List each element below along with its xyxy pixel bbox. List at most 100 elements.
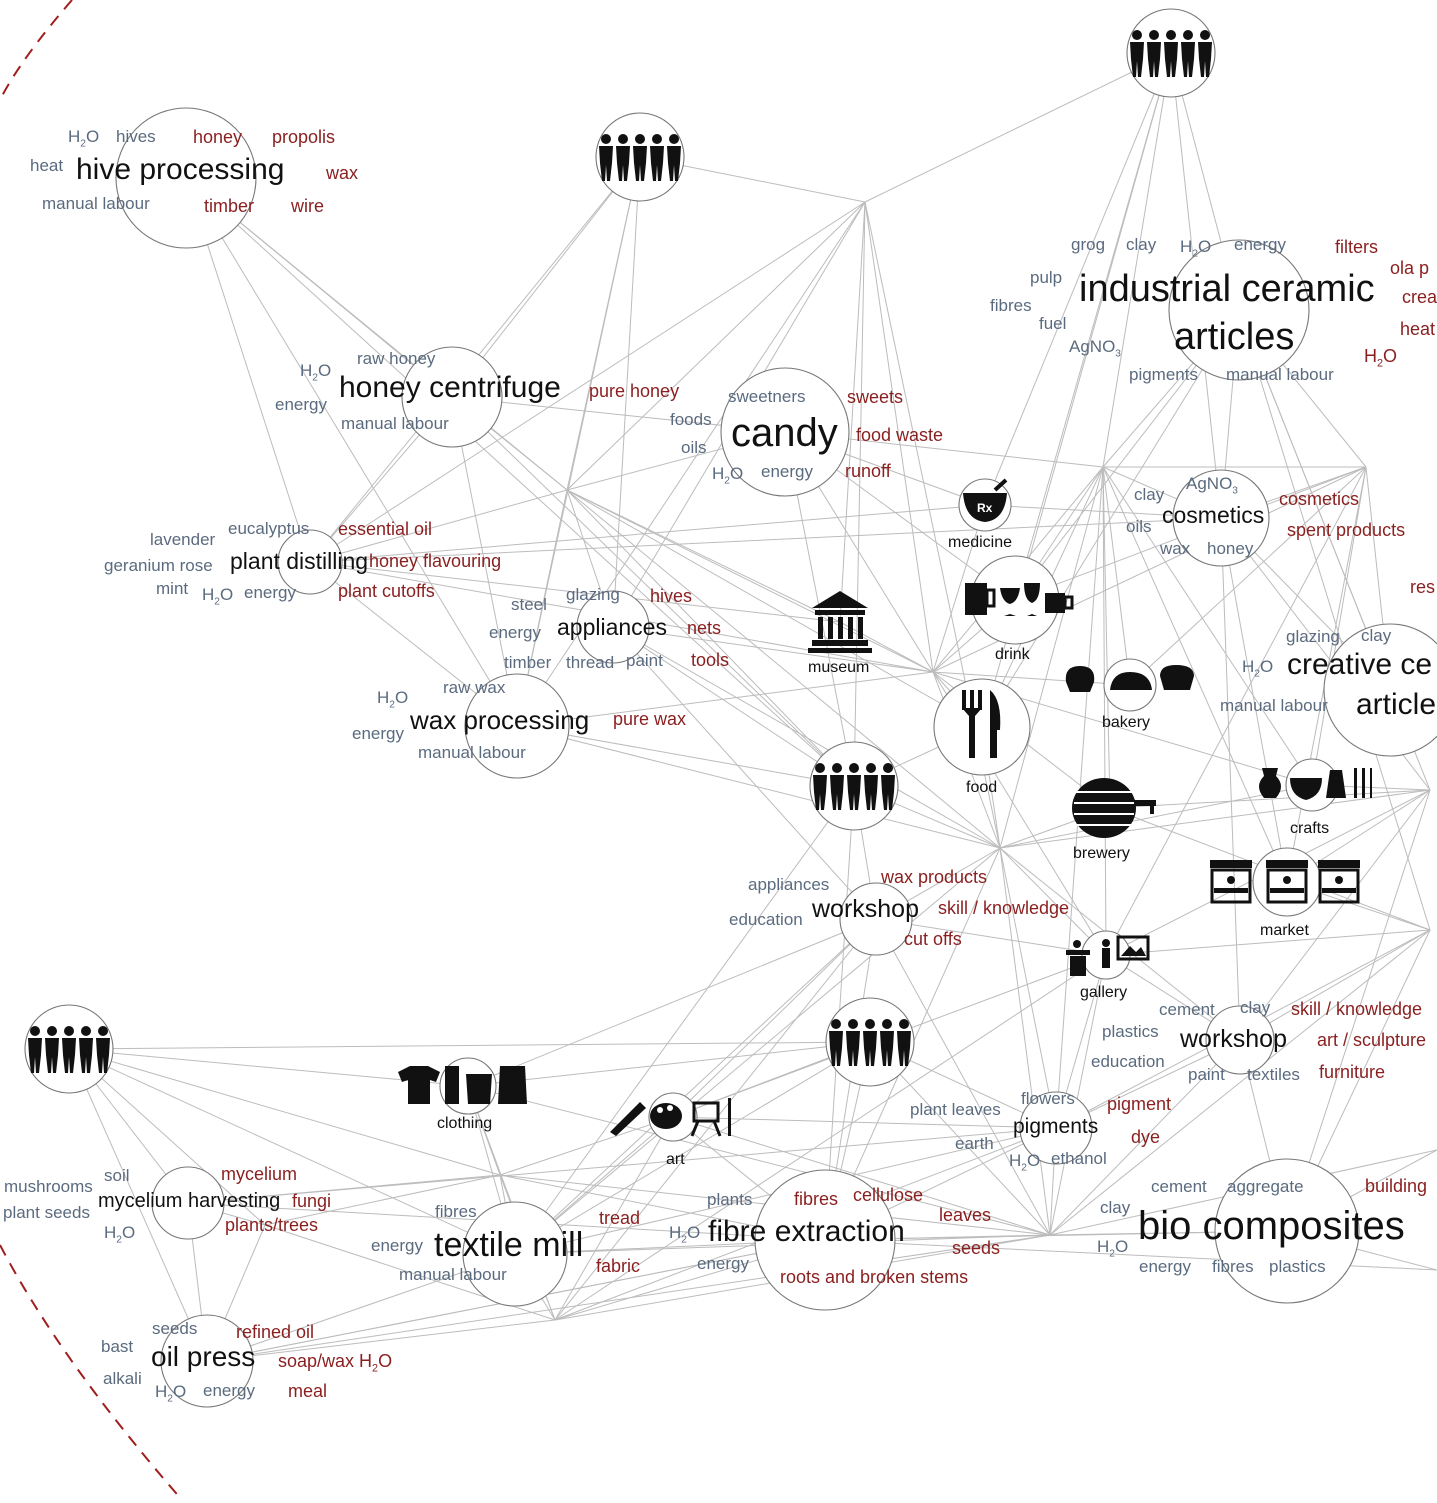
- node-circle-candy: [720, 367, 850, 497]
- connection-line: [185, 177, 518, 727]
- output-label: roots and broken stems: [780, 1267, 969, 1287]
- connection-line: [514, 918, 877, 1255]
- input-label: energy: [1139, 1257, 1191, 1276]
- input-label: H2O: [68, 127, 100, 150]
- connection-line: [984, 52, 1172, 506]
- gallery-icon: [1066, 935, 1150, 976]
- input-label: H2O: [712, 464, 744, 487]
- input-label: geranium rose: [104, 556, 213, 575]
- market-icon: [1210, 860, 1360, 904]
- output-label: fibres: [794, 1189, 839, 1209]
- connection-line: [999, 466, 1104, 849]
- output-label: mycelium: [221, 1164, 298, 1184]
- connection-line: [185, 177, 568, 491]
- output-label: soap/wax H2O: [278, 1351, 393, 1375]
- input-label: AgNO3: [1186, 474, 1238, 497]
- connection-line: [999, 847, 1057, 1129]
- output-label: honey: [193, 127, 243, 147]
- connection-line: [999, 789, 1431, 849]
- connection-line: [1049, 954, 1107, 1236]
- node-circle-indCer: [1168, 239, 1310, 381]
- people-group-icon: [825, 997, 915, 1087]
- output-label: skill / knowledge: [938, 898, 1070, 918]
- connection-line: [932, 504, 986, 673]
- connection-line: [309, 489, 568, 563]
- input-label: timber: [504, 653, 552, 672]
- input-label: fibres: [1212, 1257, 1254, 1276]
- output-label: wire: [291, 196, 325, 216]
- node-circle-ws1: [839, 882, 913, 956]
- output-label: timber: [204, 196, 255, 216]
- input-label: bast: [101, 1337, 134, 1356]
- output-label: spent products: [1287, 520, 1406, 540]
- output-label: leaves: [939, 1205, 992, 1225]
- connection-line: [932, 671, 1131, 686]
- bakery-icon: [1065, 665, 1194, 692]
- process-title-textile-mill: textile mill: [434, 1226, 584, 1264]
- connection-line: [1109, 789, 1431, 809]
- output-label: nets: [687, 618, 722, 638]
- connection-line: [554, 954, 1107, 1321]
- output-label: refined oil: [236, 1322, 315, 1342]
- connection-line: [999, 847, 1051, 1236]
- destination-icons: Rx: [398, 478, 1372, 1137]
- input-label: clay: [1126, 235, 1157, 254]
- input-label: energy: [203, 1381, 255, 1400]
- destination-label-art: art: [666, 1151, 685, 1168]
- input-label: manual labour: [418, 743, 526, 762]
- process-title-workshop: workshop: [1180, 1025, 1287, 1053]
- destination-label-market: market: [1260, 922, 1309, 939]
- connection-line: [864, 52, 1172, 203]
- input-label: fibres: [990, 296, 1032, 315]
- input-label: manual labour: [1226, 365, 1334, 384]
- input-label: energy: [1234, 235, 1286, 254]
- destination-label-crafts: crafts: [1290, 820, 1330, 837]
- output-label: propolis: [272, 127, 336, 147]
- connection-line: [824, 1230, 1288, 1241]
- connection-line: [499, 1116, 674, 1176]
- node-circle-tex: [462, 1201, 568, 1307]
- output-label: pigment: [1107, 1094, 1172, 1114]
- connection-line: [68, 1048, 501, 1176]
- input-label: H2O: [1180, 237, 1212, 260]
- connection-line: [514, 847, 1001, 1255]
- output-label: sweets: [847, 387, 904, 407]
- input-label: textiles: [1247, 1065, 1300, 1084]
- process-title-candy: candy: [731, 411, 838, 455]
- input-label: raw wax: [443, 678, 506, 697]
- input-label: paint: [626, 651, 663, 670]
- output-label: pure wax: [613, 709, 687, 729]
- input-label: hives: [116, 127, 156, 146]
- connection-line: [1129, 466, 1367, 686]
- medicine-icon: Rx: [963, 478, 1008, 522]
- input-label: H2O: [300, 361, 332, 384]
- input-label: clay: [1361, 626, 1392, 645]
- connection-line: [206, 1319, 556, 1362]
- destination-label-drink: drink: [995, 646, 1030, 663]
- process-title-fibre-extraction: fibre extraction: [708, 1215, 905, 1248]
- input-label: mint: [156, 579, 189, 598]
- node-circle-pig: [1019, 1091, 1093, 1165]
- output-label: wax: [326, 163, 359, 183]
- people-group-icon: [595, 112, 685, 202]
- connection-line: [309, 504, 986, 563]
- connection-line: [1239, 929, 1431, 1041]
- output-label: fabric: [596, 1256, 641, 1276]
- process-title-oil-press: oil press: [151, 1341, 256, 1372]
- process-title-creative-ceramic-line2: article: [1356, 688, 1437, 721]
- input-label: energy: [489, 623, 541, 642]
- output-label: furniture: [1319, 1062, 1386, 1082]
- input-label: oils: [681, 438, 707, 457]
- input-label: appliances: [748, 875, 830, 894]
- input-label: eucalyptus: [228, 519, 310, 538]
- input-label: steel: [511, 595, 547, 614]
- node-circle-bio: [1214, 1158, 1360, 1304]
- connection-line: [566, 489, 1001, 849]
- node-circle-fib: [754, 1169, 896, 1311]
- output-label: wax products: [881, 867, 988, 887]
- output-label: tools: [691, 650, 730, 670]
- connection-line: [672, 1116, 1051, 1236]
- output-label: building: [1365, 1176, 1428, 1196]
- process-title-mycelium-harvesting: mycelium harvesting: [98, 1190, 281, 1212]
